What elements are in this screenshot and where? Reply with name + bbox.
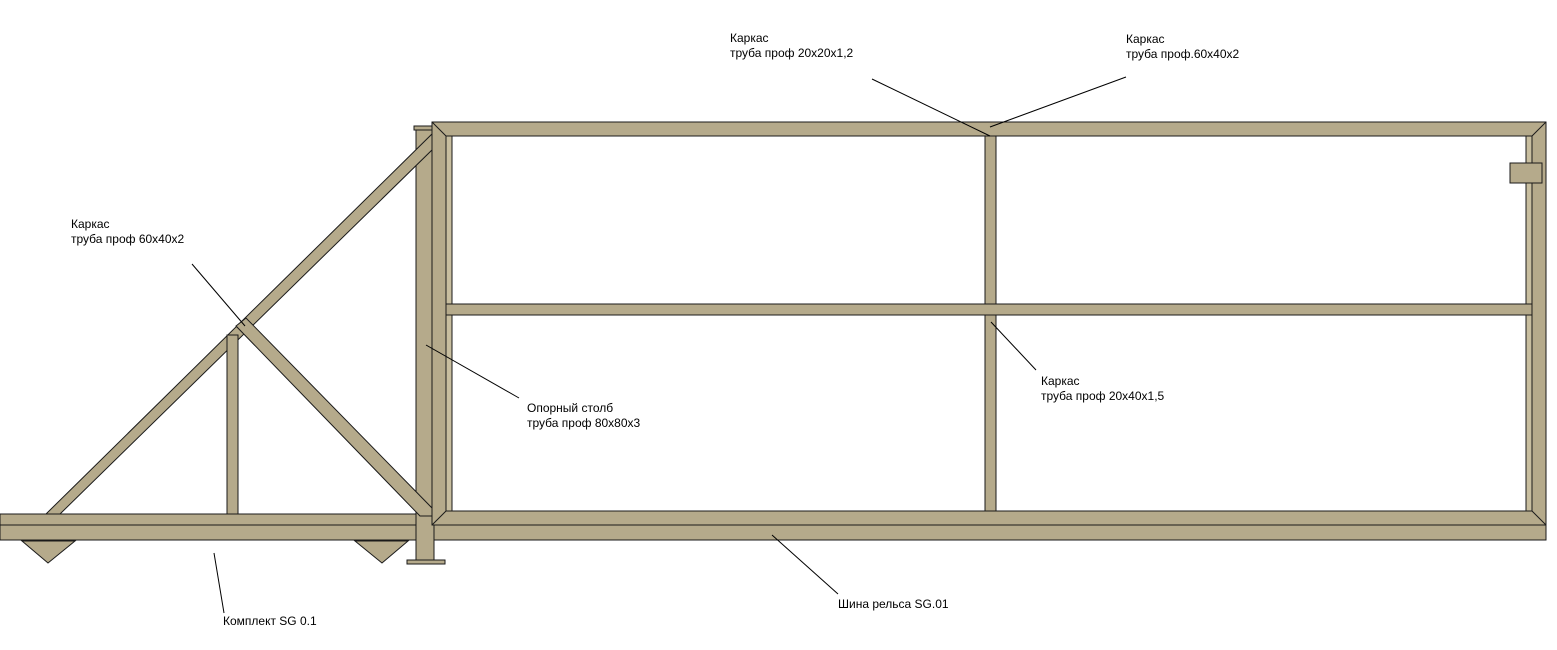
label-support-post: Опорный столб труба проф 80х80х3 xyxy=(527,401,641,430)
leader-top-frame-thin xyxy=(871,78,991,137)
label-line: труба проф 80х80х3 xyxy=(527,416,641,430)
label-line: Каркас xyxy=(1126,32,1165,46)
leader-counterweight-frame xyxy=(191,263,246,327)
label-middle-frame: Каркас труба проф 20х40х1,5 xyxy=(1041,374,1165,403)
leader-rail-bar xyxy=(771,534,839,595)
roller-carriage-right xyxy=(353,540,410,564)
gate-leaf xyxy=(431,121,1547,526)
label-line: Комплект SG 0.1 xyxy=(223,614,317,628)
label-line: Каркас xyxy=(1041,374,1080,388)
leader-middle-frame xyxy=(990,321,1037,371)
leader-support-post xyxy=(425,344,520,399)
label-line: труба проф 20х20х1,2 xyxy=(730,46,854,60)
label-top-frame-main: Каркас труба проф.60х40х2 xyxy=(1126,32,1240,61)
leader-kit xyxy=(213,552,225,614)
label-counterweight-frame: Каркас труба проф 60х40х2 xyxy=(71,217,185,246)
roller-carriage-left xyxy=(20,540,77,564)
label-line: Шина рельса SG.01 xyxy=(838,597,949,611)
label-top-frame-thin: Каркас труба проф 20х20х1,2 xyxy=(730,31,854,60)
label-line: Каркас xyxy=(730,31,769,45)
label-line: Опорный столб xyxy=(527,401,613,415)
leader-top-frame-main xyxy=(989,76,1127,128)
counterweight-frame xyxy=(44,130,435,517)
label-line: труба проф 60х40х2 xyxy=(71,232,185,246)
label-kit: Комплект SG 0.1 xyxy=(223,614,317,628)
label-line: Каркас xyxy=(71,217,110,231)
label-rail-bar: Шина рельса SG.01 xyxy=(838,597,949,611)
label-line: труба проф.60х40х2 xyxy=(1126,47,1240,61)
label-line: труба проф 20х40х1,5 xyxy=(1041,389,1165,403)
